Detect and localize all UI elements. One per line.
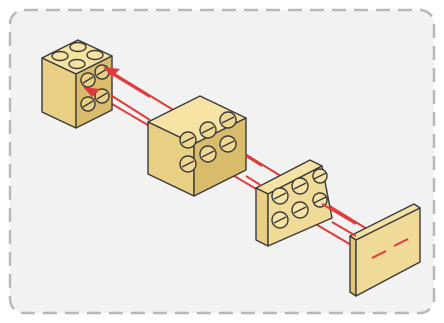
brick-2x3-large — [147, 95, 247, 197]
arrowheads — [83, 67, 120, 97]
arrowhead-1 — [103, 67, 120, 77]
brick-2x2-small — [41, 39, 113, 129]
plate-studs — [271, 168, 328, 229]
brick-2x3-studs — [179, 111, 237, 173]
plate-2x3 — [255, 159, 333, 247]
arrowhead-2 — [83, 87, 100, 97]
assembly-arrows-front — [111, 73, 357, 237]
tile-1x2 — [349, 203, 421, 297]
side-studs — [80, 64, 110, 112]
